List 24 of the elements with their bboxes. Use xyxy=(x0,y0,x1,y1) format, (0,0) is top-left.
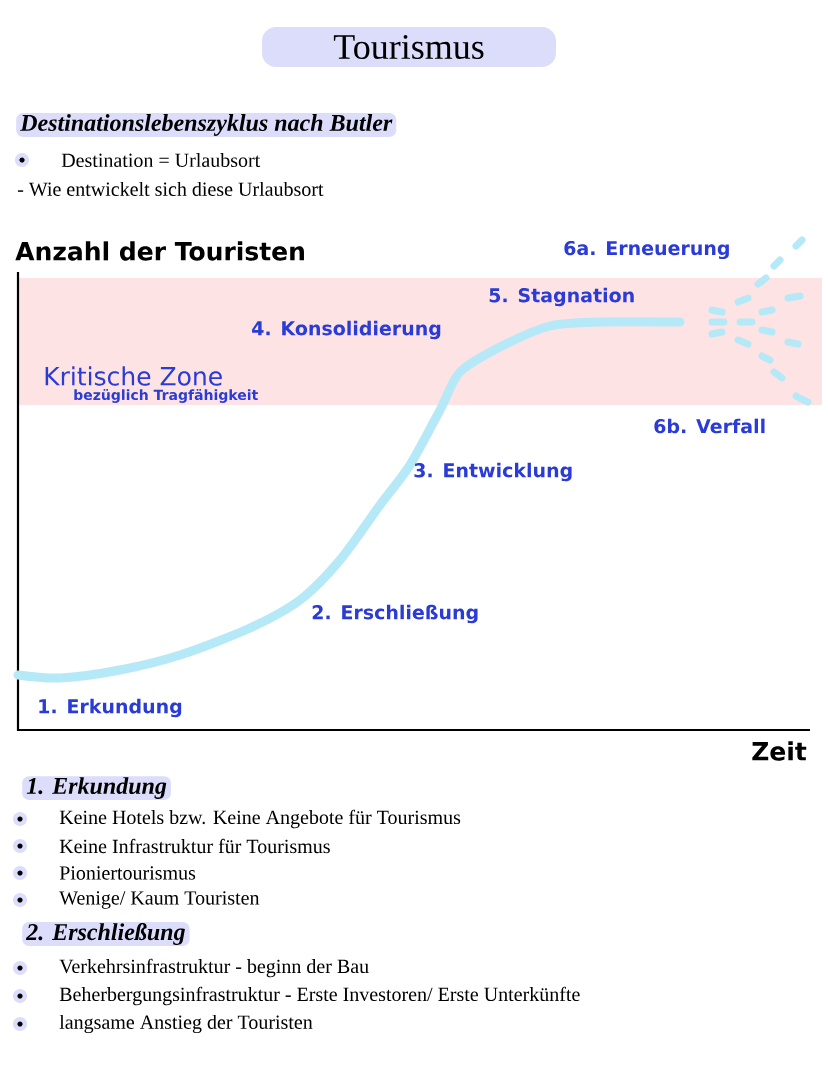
list-item: Verkehrsinfrastruktur - beginn der Bau xyxy=(59,958,369,978)
stage-label: 5. Stagnation xyxy=(489,287,634,307)
axis-label: Zeit xyxy=(752,741,807,761)
list-item: Keine Hotels bzw. Keine Angebote für Tourismus xyxy=(59,809,461,829)
list-item: Wenige/ Kaum Touristen xyxy=(59,891,260,909)
note-text: - Wie entwickelt sich diese Urlaubsort xyxy=(17,181,324,197)
stage-label: 4. Konsolidierung xyxy=(252,320,441,340)
stage-label: 2. Erschließung xyxy=(312,604,478,624)
axis-label: Anzahl der Touristen xyxy=(15,241,304,261)
list-item: Keine Infrastruktur für Tourismus xyxy=(59,838,330,854)
list-item: langsame Anstieg der Touristen xyxy=(59,1014,313,1034)
list-item: Destination = Urlaubsort xyxy=(61,152,261,168)
zone-label: Kritische Zone xyxy=(45,366,222,386)
title: Tourismus xyxy=(262,27,556,67)
list-item: Beherbergungsinfrastruktur - Erste Investoren/ Erste Unterkünfte xyxy=(59,986,580,1006)
section-heading: 1. Erkundung xyxy=(22,776,171,800)
list-item: Pioniertourismus xyxy=(59,866,196,880)
stage-label: 6a. Erneuerung xyxy=(564,240,729,260)
stage-label: 1. Erkundung xyxy=(39,698,182,718)
section-heading: Destinationslebenszyklus nach Butler xyxy=(16,113,397,137)
stage-label: 6b. Verfall xyxy=(654,418,765,434)
stage-label: 3. Entwicklung xyxy=(414,462,572,482)
section-heading: 2. Erschließung xyxy=(22,922,190,946)
zone-label: bezüglich Tragfähigkeit xyxy=(74,389,258,403)
